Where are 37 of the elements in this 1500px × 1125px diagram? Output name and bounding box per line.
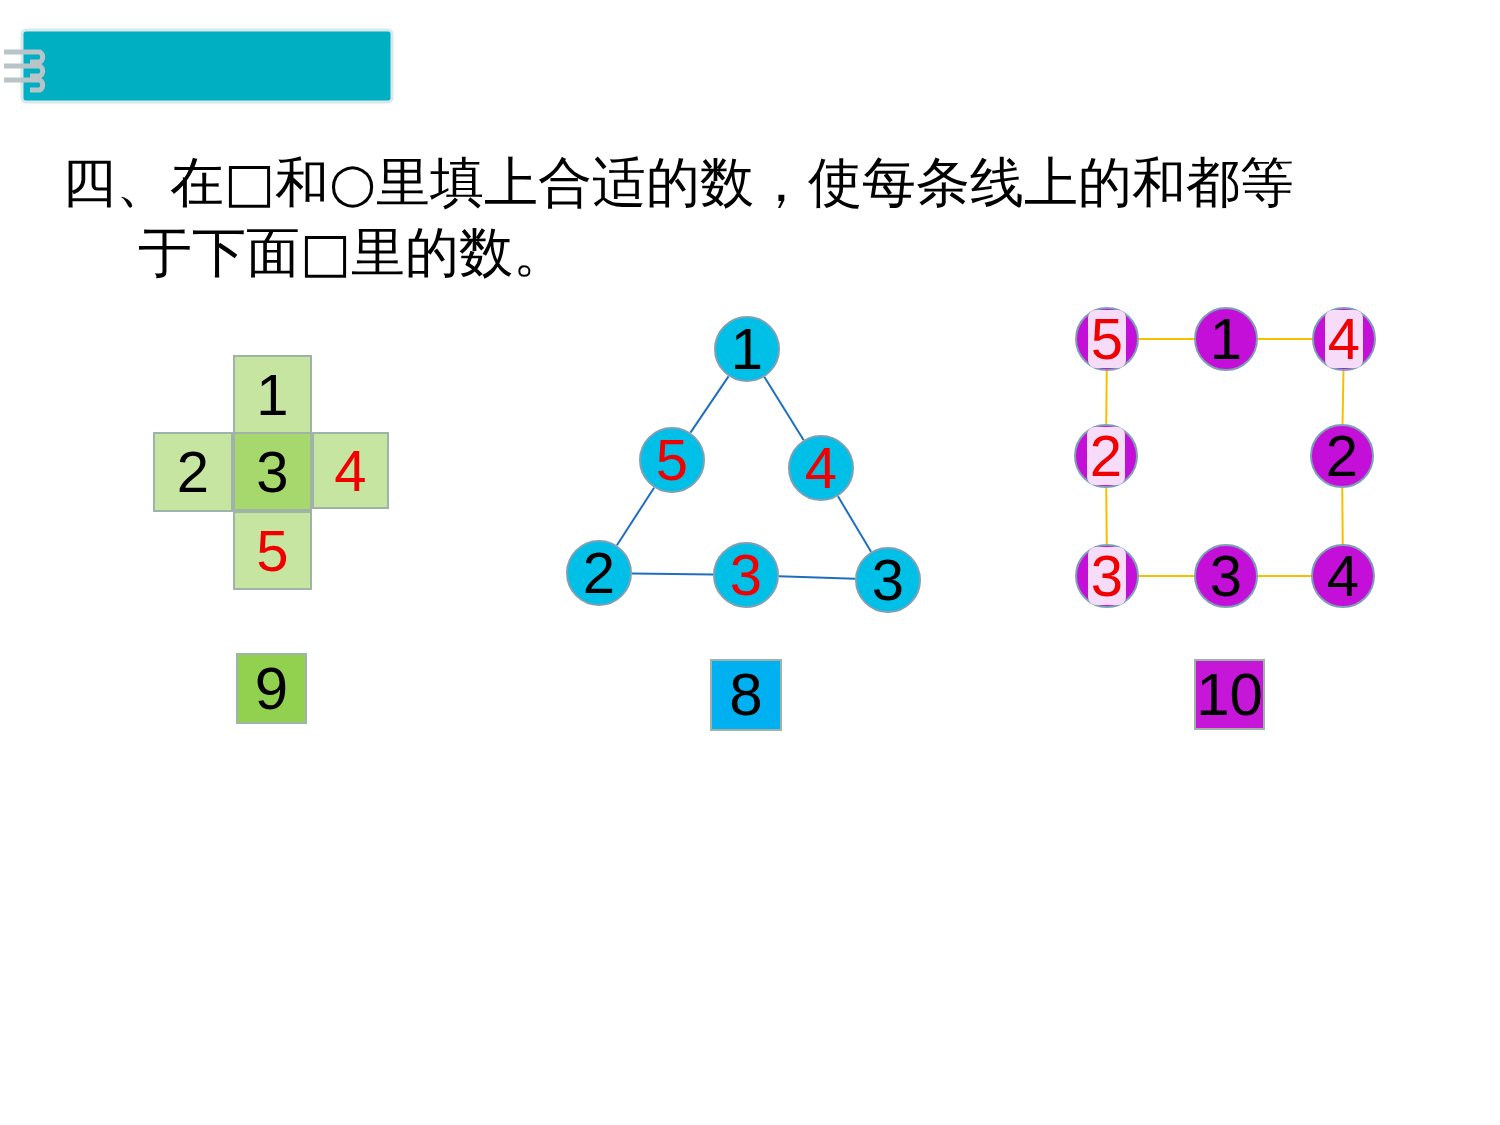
number-circle: 5 [639,427,705,493]
connector-line [778,575,856,580]
number-circle: 2 [1074,424,1138,488]
connector-line [1105,370,1108,425]
number-circle: 2 [566,540,632,606]
number-circle: 4 [1311,544,1375,608]
connector-line [689,375,730,434]
connector-line [1138,338,1195,340]
connector-line [1257,338,1313,340]
connector-line [631,572,714,576]
number-circle: 1 [714,316,780,382]
number-circle: 3 [713,542,779,608]
question-text: 四、在□和○里填上合适的数，使每条线上的和都等于下面□里的数。 [62,150,1296,286]
connector-line [1257,575,1312,577]
number-circle: 4 [1312,307,1376,371]
connector-line [763,376,805,441]
number-cell: 1 [233,355,312,434]
connector-line [1341,487,1344,545]
number-circle: 2 [1310,424,1374,488]
sum-box: 10 [1194,659,1265,730]
number-circle: 3 [1075,544,1139,608]
number-circle: 3 [1194,544,1258,608]
number-cell: 5 [233,511,312,590]
connector-line [1105,487,1108,545]
number-circle: 1 [1194,307,1258,371]
connector-line [1341,370,1345,425]
connector-line [1138,575,1195,577]
number-cell: 3 [233,432,312,511]
sum-box: 9 [236,653,307,724]
number-circle: 4 [788,435,854,501]
number-circle: 5 [1075,307,1139,371]
number-cell: 2 [153,432,233,512]
number-circle: 3 [855,547,921,613]
connector-line [615,486,656,547]
sum-box: 8 [710,659,782,731]
number-cell: 4 [312,432,389,509]
connector-line [836,495,873,553]
